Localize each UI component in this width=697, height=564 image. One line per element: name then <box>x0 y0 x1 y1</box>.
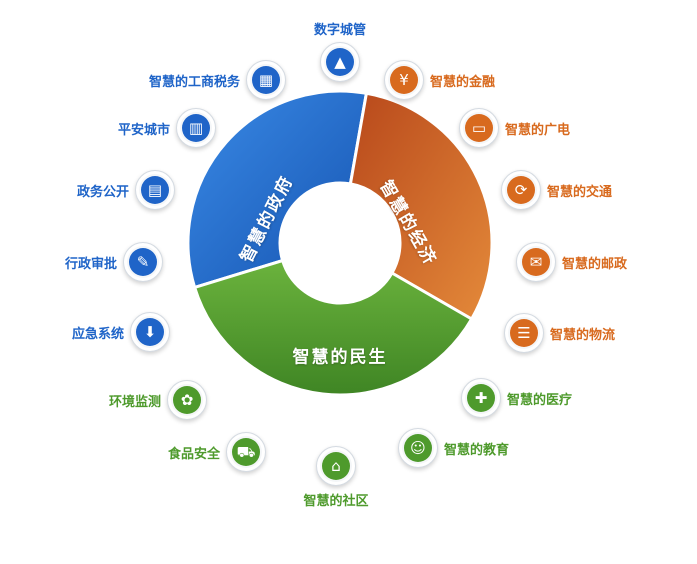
node-transport: ⟳ 智慧的交通 <box>501 170 612 210</box>
transport-icon: ⟳ <box>501 170 541 210</box>
emergency-icon: ⬇ <box>130 312 170 352</box>
node-label: 智慧的教育 <box>444 442 510 458</box>
node-label: 智慧的交通 <box>547 184 613 200</box>
node-traffic-cone: ▲ 数字城管 <box>314 19 366 82</box>
center-hole <box>280 183 400 303</box>
node-label: 政务公开 <box>76 184 129 200</box>
node-home: ⌂ 智慧的社区 <box>303 446 369 509</box>
document-icon: ▤ <box>135 170 175 210</box>
node-city-buildings: ▥ 平安城市 <box>118 108 216 148</box>
medical-kit-icon: ✚ <box>461 378 501 418</box>
node-label: 数字城管 <box>313 23 366 38</box>
node-label: 智慧的物流 <box>550 327 616 343</box>
node-label: 环境监测 <box>108 394 161 410</box>
traffic-cone-icon: ▲ <box>319 42 360 82</box>
node-environment: ✿ 环境监测 <box>109 380 207 420</box>
city-buildings-icon: ▥ <box>176 108 216 148</box>
home-icon: ⌂ <box>315 446 356 486</box>
node-mail: ✉ 智慧的邮政 <box>516 242 627 282</box>
shopping-cart-icon: ⛟ <box>226 432 266 472</box>
environment-icon: ✿ <box>167 380 207 420</box>
node-label: 智慧的工商税务 <box>148 74 240 90</box>
node-document: ▤ 政务公开 <box>77 170 175 210</box>
node-approval: ✎ 行政审批 <box>65 242 163 282</box>
node-people: ☺ 智慧的教育 <box>398 428 509 468</box>
node-shopping-cart: ⛟ 食品安全 <box>168 432 266 472</box>
node-label: 行政审批 <box>64 256 117 272</box>
node-label: 智慧的医疗 <box>507 392 573 408</box>
node-label: 应急系统 <box>71 326 124 342</box>
node-label: 智慧的邮政 <box>562 256 628 272</box>
node-logistics: ☰ 智慧的物流 <box>504 313 615 353</box>
mail-icon: ✉ <box>516 242 556 282</box>
node-medical-kit: ✚ 智慧的医疗 <box>461 378 572 418</box>
node-label: 智慧的广电 <box>505 122 571 138</box>
node-label: 智慧的社区 <box>303 494 369 509</box>
node-label: 智慧的金融 <box>430 74 496 90</box>
node-business-tax: ▦ 智慧的工商税务 <box>149 60 286 100</box>
approval-icon: ✎ <box>123 242 163 282</box>
logistics-icon: ☰ <box>504 313 544 353</box>
node-label: 食品安全 <box>167 446 220 462</box>
business-tax-icon: ▦ <box>246 60 286 100</box>
yen-icon: ¥ <box>384 60 424 100</box>
node-label: 平安城市 <box>117 122 170 138</box>
node-emergency: ⬇ 应急系统 <box>72 312 170 352</box>
tv-icon: ▭ <box>459 108 499 148</box>
node-tv: ▭ 智慧的广电 <box>459 108 570 148</box>
people-icon: ☺ <box>398 428 438 468</box>
segment-label-life: 智慧的民生 <box>292 347 388 368</box>
node-yen: ¥ 智慧的金融 <box>384 60 495 100</box>
